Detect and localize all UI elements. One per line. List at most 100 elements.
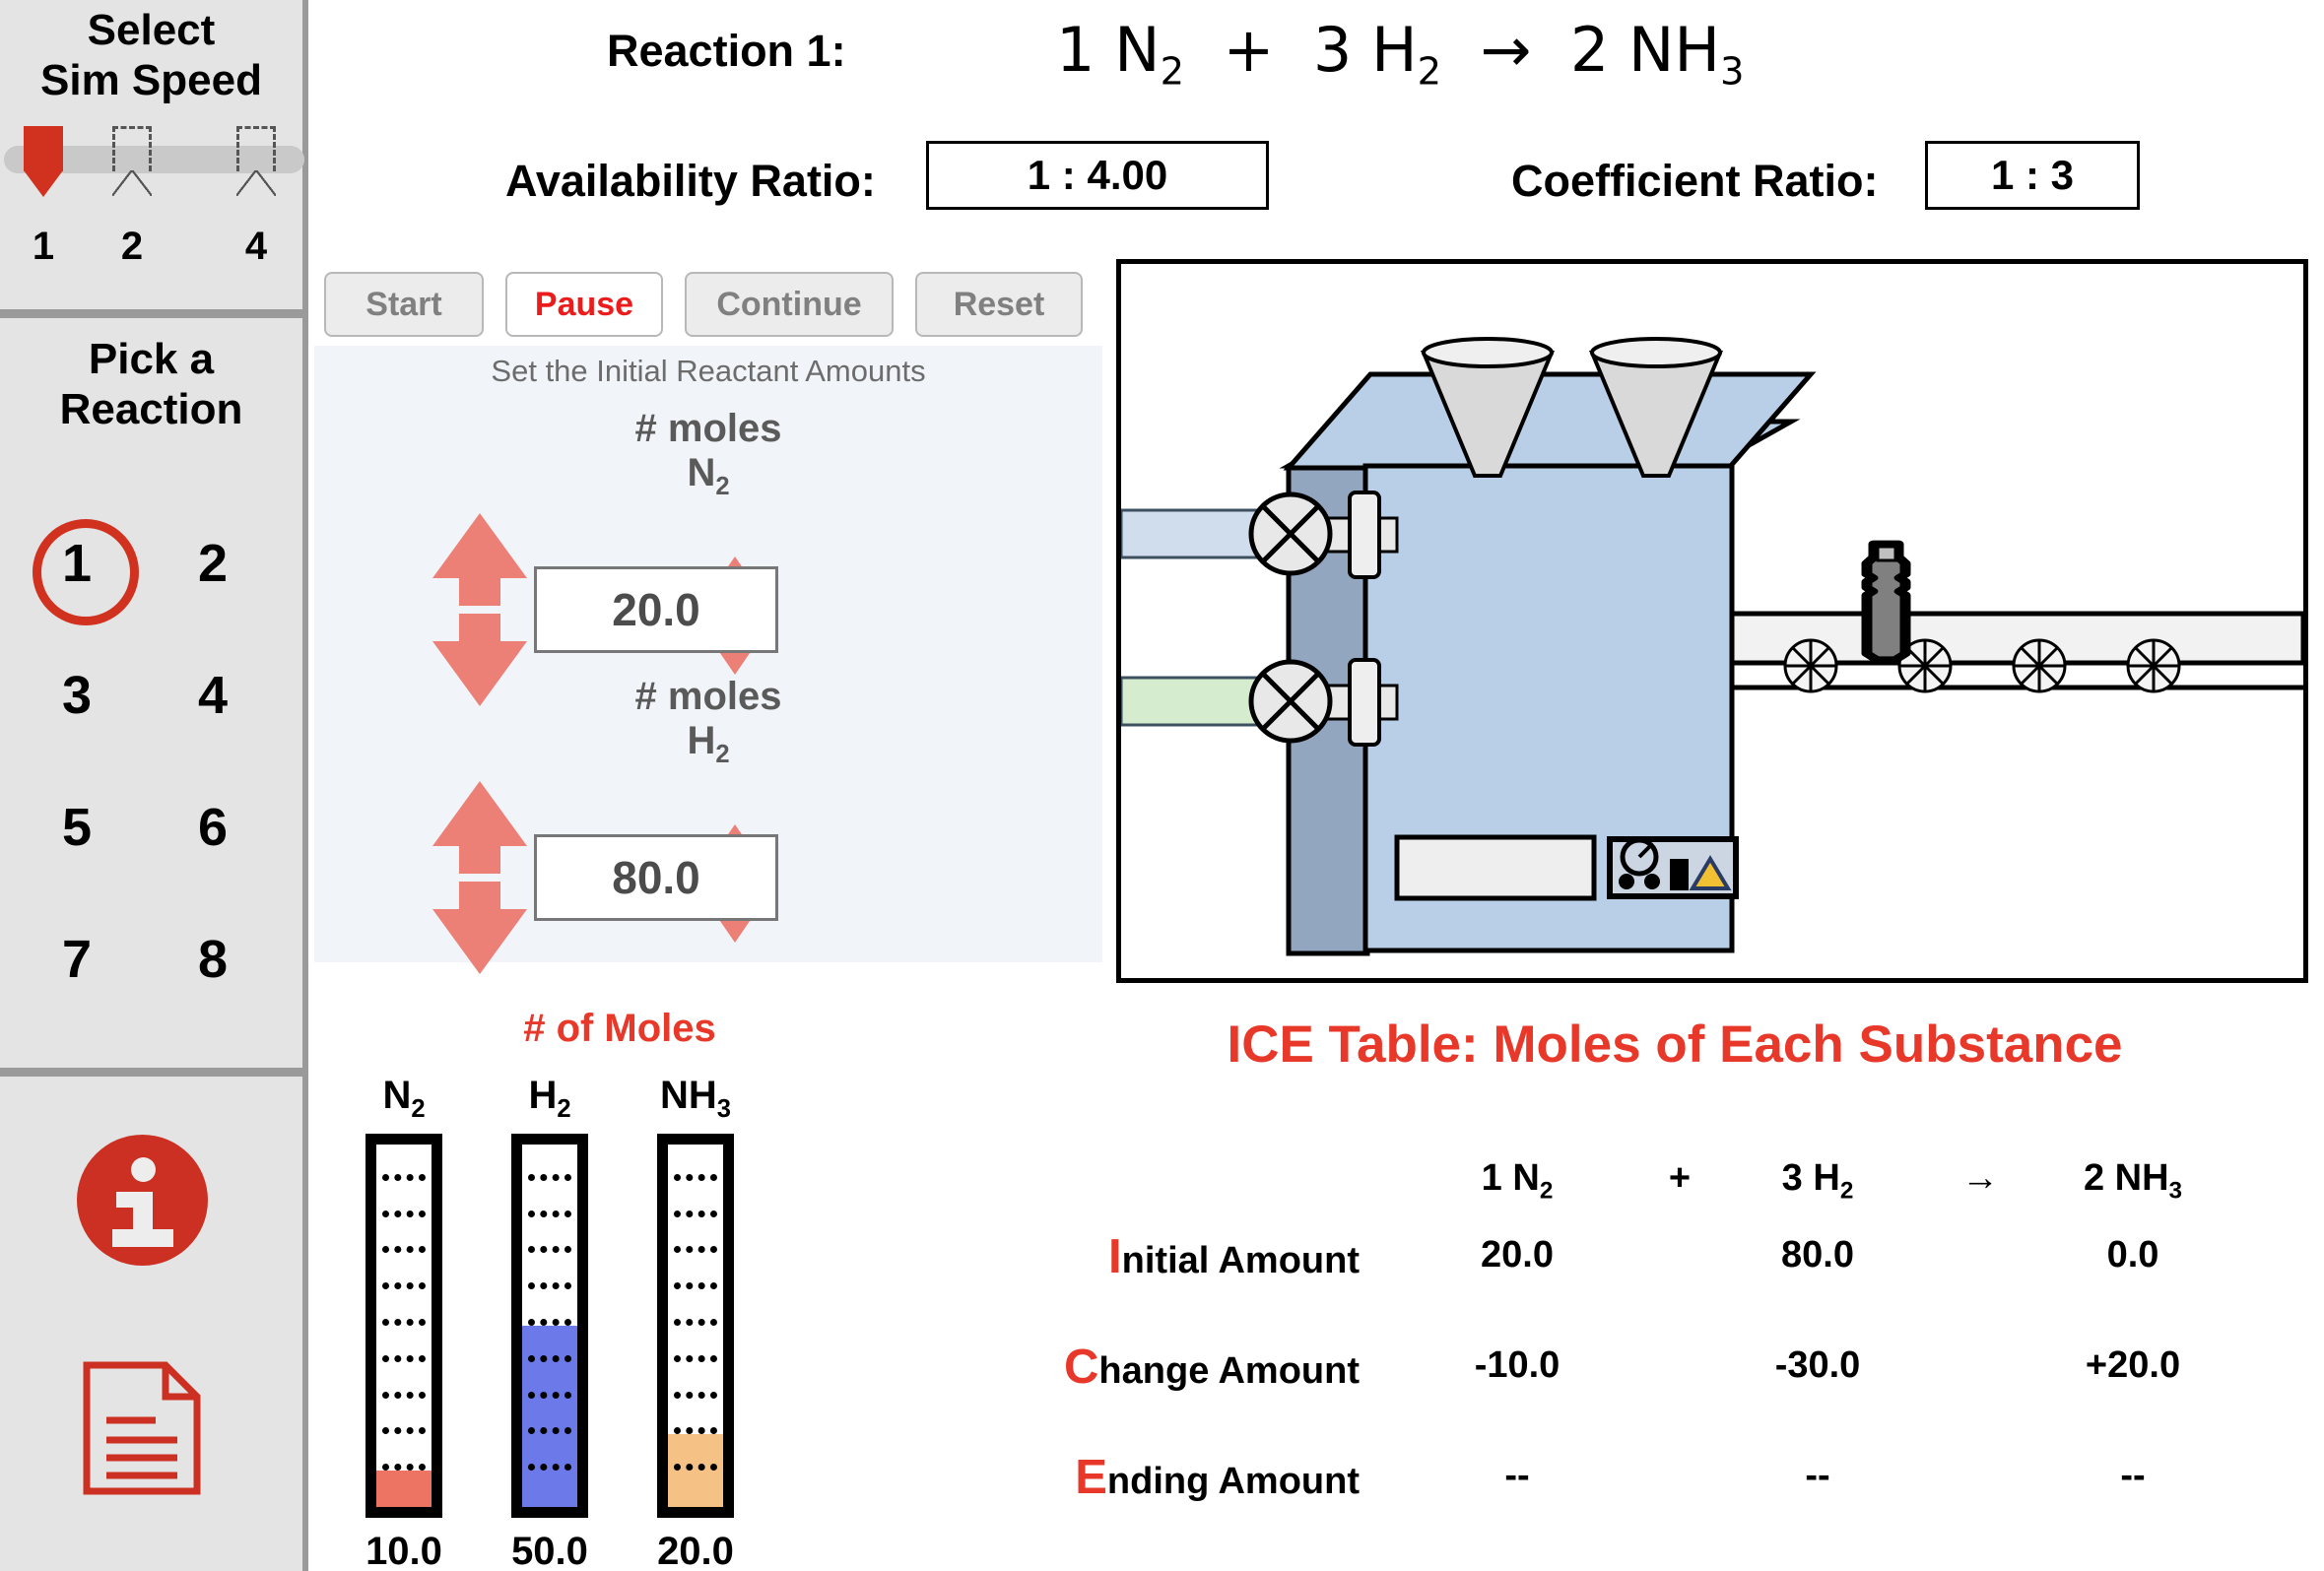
- sidebar: Select Sim Speed 1 2 4 Pick a Reaction 1…: [0, 0, 308, 1571]
- bar-tick-mark: [528, 1354, 571, 1362]
- bar-tick-mark: [528, 1210, 571, 1217]
- bar-tick-mark: [674, 1173, 717, 1181]
- reaction-option-1-label: 1: [61, 534, 93, 593]
- bar-value-h2: 50.0: [511, 1530, 588, 1571]
- h2-moles-input[interactable]: 80.0: [534, 834, 778, 921]
- reaction-option-6[interactable]: 6: [166, 780, 260, 875]
- bar-label-h2: H2: [528, 1074, 571, 1123]
- bar-ticks-nh3: [668, 1145, 723, 1507]
- reactor-illustration: [1119, 337, 2306, 956]
- spoked-wheel-icon: [1897, 638, 1953, 693]
- bar-tube-h2: [511, 1134, 588, 1518]
- flange-bottom: [1348, 658, 1381, 747]
- flange-top: [1348, 491, 1381, 579]
- spoked-wheel-icon: [1783, 638, 1838, 693]
- sim-speed-marker-2[interactable]: [112, 126, 152, 197]
- eq-arrow: →: [1480, 14, 1532, 86]
- reaction-option-7[interactable]: 7: [30, 912, 124, 1007]
- eq-species-n2: N: [1114, 14, 1161, 86]
- document-icon[interactable]: [81, 1359, 203, 1497]
- sim-speed-label-1[interactable]: 1: [32, 225, 55, 268]
- sim-speed-label-2[interactable]: 2: [120, 225, 144, 268]
- bar-fill-n2: [376, 1471, 432, 1507]
- bar-tick-mark: [528, 1173, 571, 1181]
- ice-row-cap-c: C: [1064, 1341, 1099, 1394]
- reaction-option-5[interactable]: 5: [30, 780, 124, 875]
- n2-caption-species: N2: [687, 450, 730, 500]
- reset-button[interactable]: Reset: [915, 272, 1083, 337]
- bar-tick-mark: [674, 1246, 717, 1254]
- eq-sub-nh3: 3: [1720, 49, 1745, 95]
- black-block-icon: [1670, 859, 1689, 890]
- bar-tube-n2: [365, 1134, 442, 1518]
- eq-species-nh3: NH: [1628, 14, 1721, 86]
- bar-tick-mark: [382, 1354, 426, 1362]
- vessel-top: [1283, 371, 1817, 471]
- continue-button[interactable]: Continue: [685, 272, 894, 337]
- bar-tick-mark: [674, 1282, 717, 1290]
- start-button[interactable]: Start: [324, 272, 484, 337]
- pick-reaction-title-line1: Pick a: [88, 335, 215, 383]
- eq-coef-n2: 1: [1056, 14, 1096, 86]
- bar-tube-nh3: [657, 1134, 734, 1518]
- pause-button[interactable]: Pause: [505, 272, 663, 337]
- ice-change-nh3: +20.0: [2085, 1344, 2181, 1386]
- reaction-option-8[interactable]: 8: [166, 912, 260, 1007]
- eq-sub-h2: 2: [1417, 49, 1442, 95]
- ice-col-header-plus: +: [1668, 1157, 1692, 1199]
- reactant-input-panel: Set the Initial Reactant Amounts # moles…: [314, 346, 1102, 974]
- bar-ticks-n2: [376, 1145, 432, 1507]
- bar-tick-mark: [382, 1319, 426, 1326]
- ice-row-label-change: Change Amount: [1064, 1341, 1360, 1394]
- info-circle-icon[interactable]: [77, 1135, 208, 1266]
- bar-label-n2: N2: [382, 1074, 426, 1123]
- ice-row-cap-e: E: [1075, 1451, 1107, 1504]
- ice-row-cap-i: I: [1108, 1230, 1122, 1283]
- availability-ratio-label: Availability Ratio:: [505, 156, 876, 206]
- sim-speed-marker-4[interactable]: [236, 126, 276, 197]
- sim-speed-marker-1[interactable]: [24, 126, 63, 197]
- indicator-dot-icon-1: [1619, 874, 1634, 889]
- bar-fill-nh3: [668, 1434, 723, 1507]
- reaction-option-1[interactable]: 1: [30, 516, 139, 625]
- eq-sub-n2: 2: [1160, 49, 1185, 95]
- reactant-panel-heading: Set the Initial Reactant Amounts: [491, 354, 926, 388]
- ice-change-n2: -10.0: [1474, 1344, 1560, 1386]
- reaction-option-3[interactable]: 3: [30, 648, 124, 743]
- h2-big-stepper[interactable]: [430, 779, 530, 976]
- ice-ending-nh3: --: [2120, 1455, 2146, 1496]
- indicator-dot-icon-2: [1644, 874, 1660, 889]
- ice-col-header-n2: 1 N2: [1481, 1157, 1554, 1205]
- n2-big-stepper[interactable]: [430, 511, 530, 708]
- reaction-equation: 1 N2 + 3 H2 → 2 NH3: [1056, 14, 1744, 94]
- n2-moles-input[interactable]: 20.0: [534, 566, 778, 653]
- bar-tick-mark: [674, 1210, 717, 1217]
- vessel-display-screen: [1394, 834, 1597, 901]
- coefficient-ratio-label: Coefficient Ratio:: [1511, 156, 1879, 206]
- coefficient-ratio-value: 1 : 3: [1925, 141, 2140, 210]
- bar-meter-nh3: NH3 20.0: [617, 1074, 774, 1571]
- sim-speed-label-4[interactable]: 4: [244, 225, 268, 268]
- reaction-option-2-label: 2: [197, 534, 229, 593]
- bar-tick-mark: [528, 1319, 571, 1326]
- gauge-icon: [1620, 837, 1659, 877]
- h2-caption-species: H2: [687, 718, 730, 768]
- pick-reaction-title-line2: Reaction: [59, 384, 243, 433]
- ice-ending-n2: --: [1504, 1455, 1530, 1496]
- vessel-control-panel: [1607, 836, 1739, 899]
- reaction-option-6-label: 6: [197, 798, 229, 857]
- eq-coef-h2: 3: [1312, 14, 1353, 86]
- reaction-option-4-label: 4: [197, 666, 229, 725]
- ice-col-header-arrow: →: [1961, 1157, 1999, 1199]
- ice-initial-nh3: 0.0: [2106, 1234, 2159, 1276]
- eq-species-h2: H: [1370, 14, 1418, 86]
- bar-tick-mark: [382, 1427, 426, 1435]
- bar-value-nh3: 20.0: [657, 1530, 734, 1571]
- bar-tick-mark: [382, 1391, 426, 1399]
- reaction-option-4[interactable]: 4: [166, 648, 260, 743]
- reaction-option-2[interactable]: 2: [166, 516, 260, 611]
- bar-tick-mark: [382, 1246, 426, 1254]
- reaction-option-7-label: 7: [61, 930, 93, 989]
- ice-row-label-initial: Initial Amount: [1108, 1230, 1360, 1283]
